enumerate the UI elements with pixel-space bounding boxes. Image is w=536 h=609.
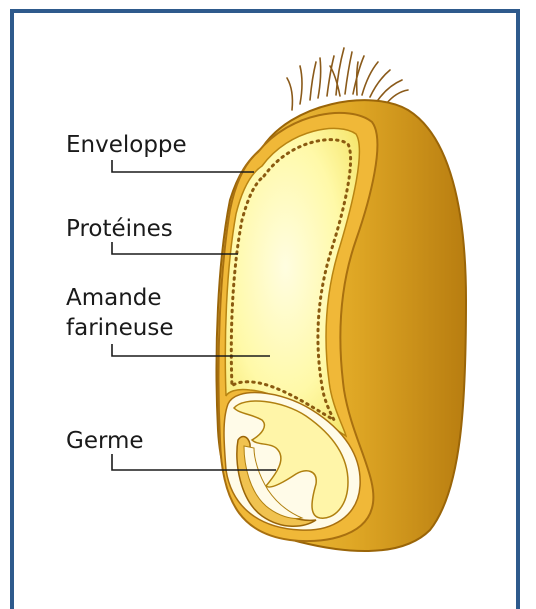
label-proteines: Protéines xyxy=(66,216,173,242)
label-amande-line2: farineuse xyxy=(66,315,173,341)
label-amande-line1: Amande xyxy=(66,285,162,311)
leader-line-enveloppe xyxy=(112,160,254,172)
leader-line-proteines xyxy=(112,242,238,254)
label-enveloppe: Enveloppe xyxy=(66,132,187,158)
label-germe: Germe xyxy=(66,428,144,454)
